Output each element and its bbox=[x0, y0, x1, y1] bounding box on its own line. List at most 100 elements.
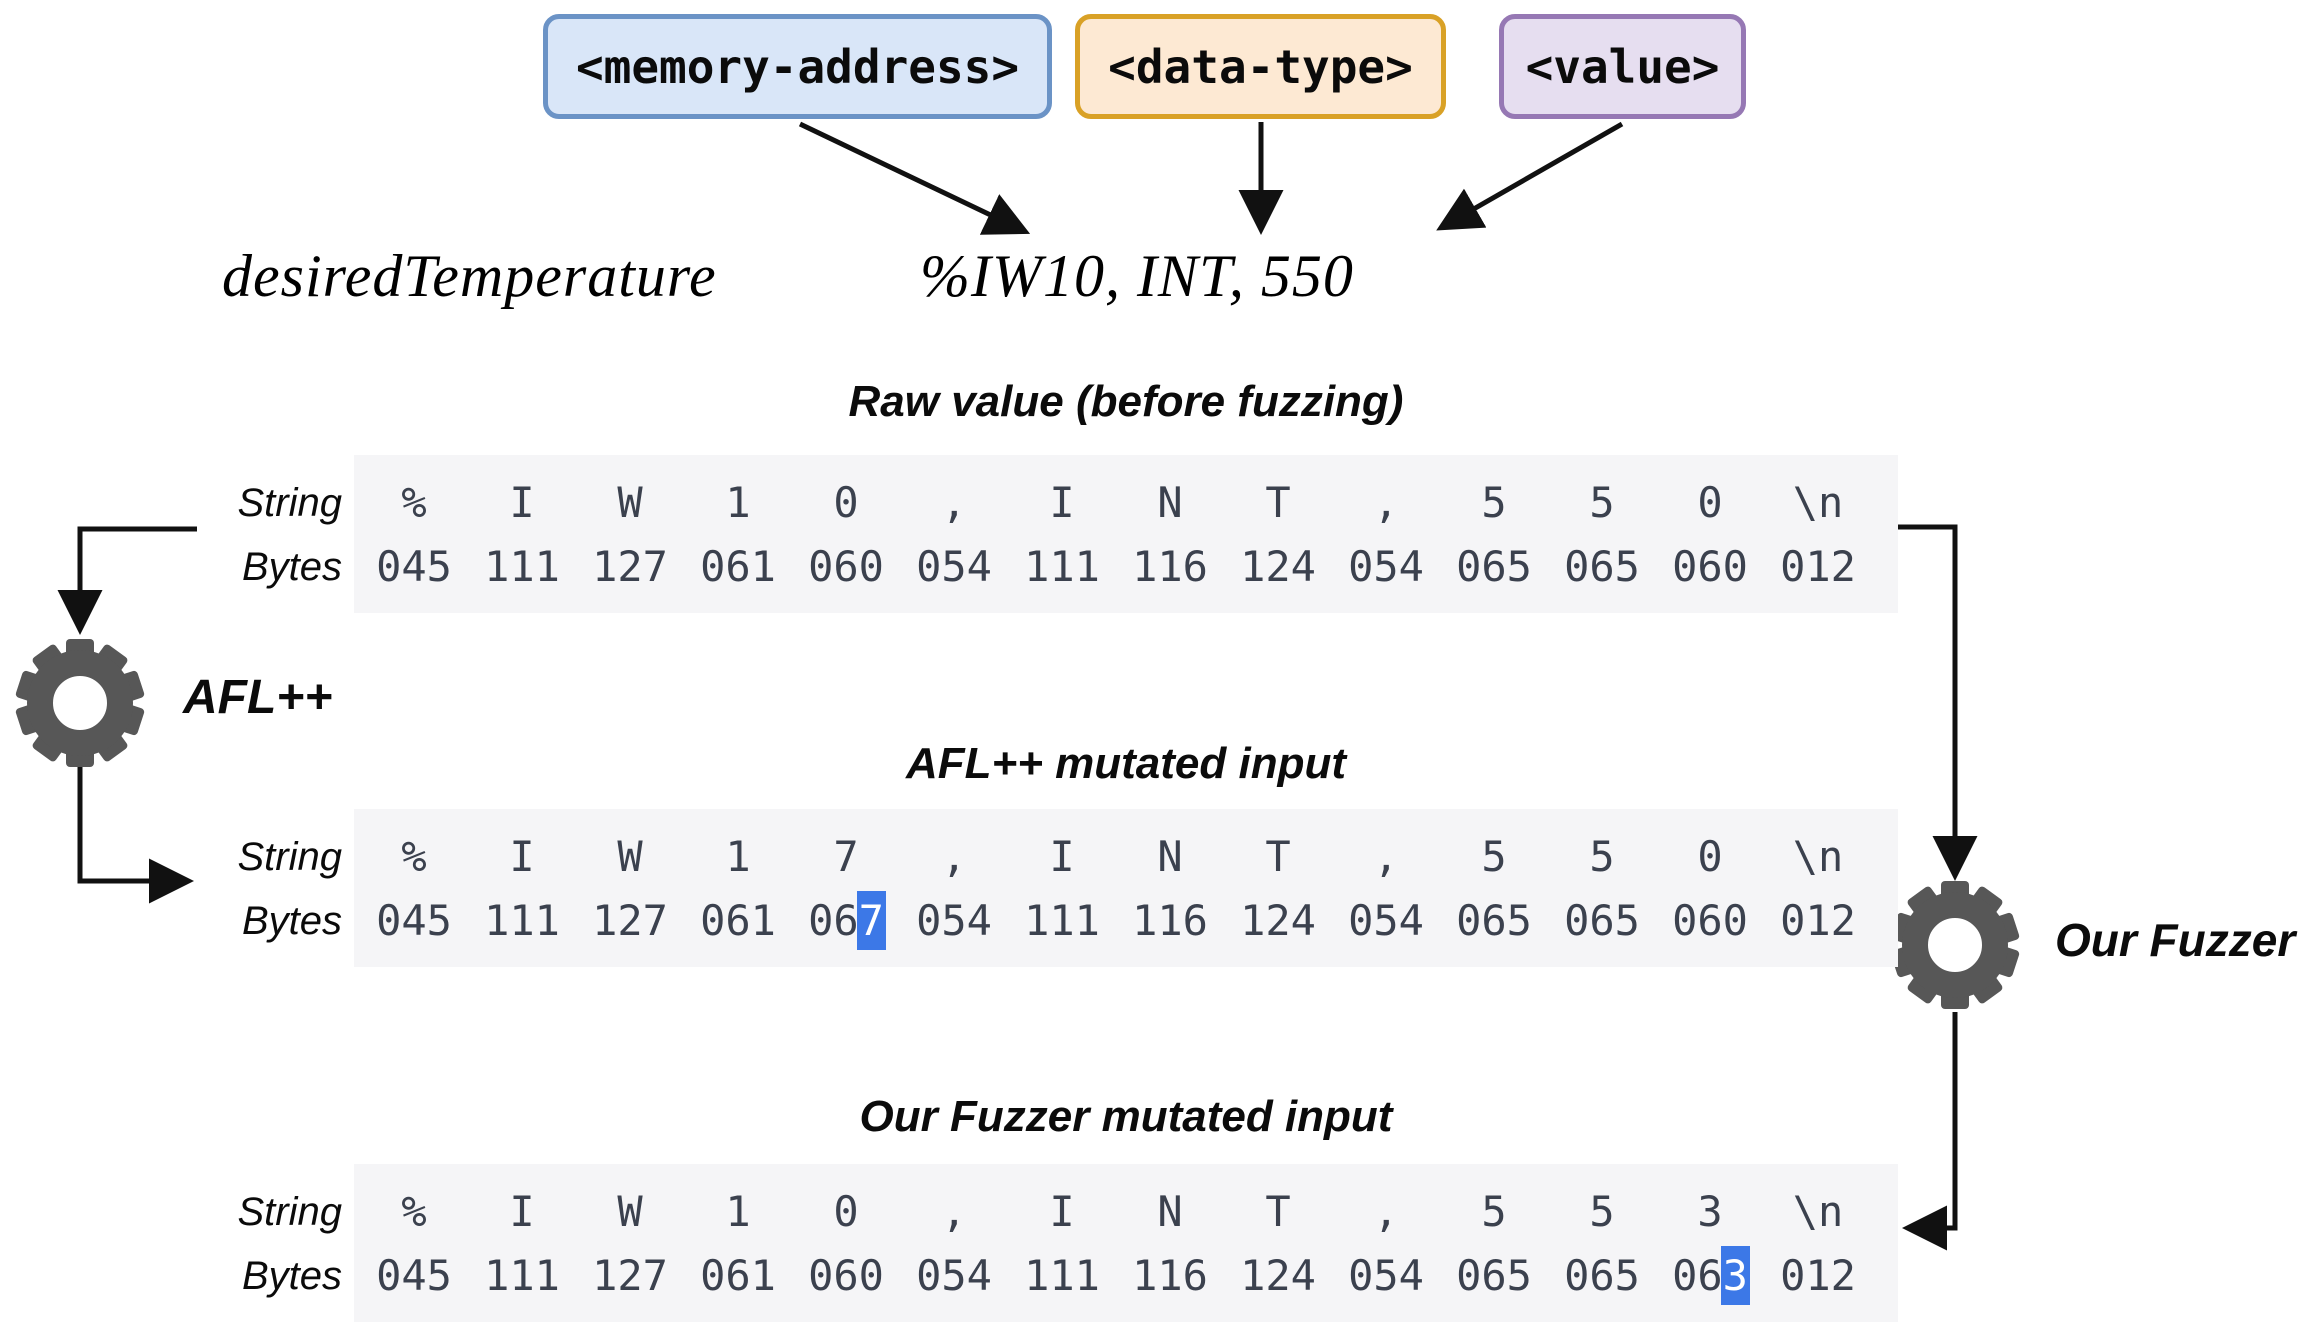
string-cell: % bbox=[401, 1187, 427, 1236]
string-cell: , bbox=[1373, 832, 1399, 881]
byte-cell: 111 bbox=[1024, 1251, 1100, 1300]
string-cell: \n bbox=[1792, 478, 1844, 527]
byte-cell: 060 bbox=[808, 1251, 884, 1300]
string-cell: , bbox=[941, 1187, 967, 1236]
byte-cell: 054 bbox=[916, 896, 992, 945]
string-cell: W bbox=[617, 1187, 643, 1236]
string-cell: % bbox=[401, 832, 427, 881]
string-cell: I bbox=[1049, 832, 1075, 881]
string-cell: N bbox=[1157, 478, 1183, 527]
string-cell: 1 bbox=[725, 832, 751, 881]
string-cell: 0 bbox=[1697, 478, 1723, 527]
variable-value: %IW10, INT, 550 bbox=[920, 243, 1354, 309]
string-cell: I bbox=[509, 832, 535, 881]
string-cell: 7 bbox=[833, 832, 859, 881]
byte-cell: 065 bbox=[1456, 1251, 1532, 1300]
byte-cell: 054 bbox=[1348, 542, 1424, 591]
byte-cell-prefix: 06 bbox=[1672, 1251, 1723, 1300]
byte-cell: 012 bbox=[1780, 542, 1856, 591]
byte-cell: 054 bbox=[1348, 896, 1424, 945]
byte-cell: 111 bbox=[1024, 542, 1100, 591]
byte-cell: 116 bbox=[1132, 542, 1208, 591]
mutated-byte-highlight: 7 bbox=[856, 891, 886, 950]
byte-cell: 063 bbox=[1656, 1246, 1764, 1305]
string-cell: , bbox=[1373, 478, 1399, 527]
raw-to-afl-arrow bbox=[57, 526, 197, 635]
byte-cell: 065 bbox=[1564, 1251, 1640, 1300]
bytes-row-label: Bytes bbox=[241, 899, 342, 943]
string-cell: 5 bbox=[1481, 478, 1507, 527]
byte-cell: 065 bbox=[1564, 896, 1640, 945]
afl-to-table-arrow bbox=[77, 764, 194, 904]
string-cell: N bbox=[1157, 832, 1183, 881]
string-cell: I bbox=[509, 478, 535, 527]
fuzzer-to-table-arrow bbox=[1902, 1012, 1958, 1251]
afl-mutated-title: AFL++ mutated input bbox=[906, 739, 1346, 788]
byte-cell: 124 bbox=[1240, 1251, 1316, 1300]
byte-cell: 060 bbox=[1672, 896, 1748, 945]
byte-cell: 116 bbox=[1132, 1251, 1208, 1300]
byte-cell: 012 bbox=[1780, 1251, 1856, 1300]
data-type-token-label: <data-type> bbox=[1108, 39, 1413, 94]
our-fuzzer-gear-icon bbox=[1890, 881, 2020, 1009]
byte-cell: 065 bbox=[1456, 542, 1532, 591]
byte-cell: 116 bbox=[1132, 896, 1208, 945]
afl-gear-icon bbox=[15, 639, 145, 767]
byte-cell: 054 bbox=[916, 542, 992, 591]
string-cell: 5 bbox=[1589, 832, 1615, 881]
string-row-label: String bbox=[237, 481, 343, 525]
string-row-label: String bbox=[237, 835, 343, 879]
byte-cell: 045 bbox=[376, 542, 452, 591]
data-type-token: <data-type> bbox=[1075, 14, 1446, 119]
byte-cell: 127 bbox=[592, 896, 668, 945]
our-fuzzer-gear-label: Our Fuzzer bbox=[2055, 914, 2296, 966]
string-cell: I bbox=[1049, 1187, 1075, 1236]
string-cell: I bbox=[509, 1187, 535, 1236]
byte-cell: 127 bbox=[592, 542, 668, 591]
string-cell: W bbox=[617, 478, 643, 527]
byte-cell: 111 bbox=[1024, 896, 1100, 945]
string-cell: 0 bbox=[833, 1187, 859, 1236]
byte-cell: 061 bbox=[700, 1251, 776, 1300]
byte-cell: 045 bbox=[376, 1251, 452, 1300]
string-cell: N bbox=[1157, 1187, 1183, 1236]
string-cell: T bbox=[1265, 1187, 1291, 1236]
string-cell: 0 bbox=[833, 478, 859, 527]
string-cell: T bbox=[1265, 478, 1291, 527]
memory-address-arrow bbox=[798, 121, 1031, 235]
string-cell: 3 bbox=[1697, 1187, 1723, 1236]
afl-gear-label: AFL++ bbox=[183, 671, 333, 724]
string-row-label: String bbox=[237, 1190, 343, 1234]
string-cell: 5 bbox=[1481, 832, 1507, 881]
string-cell: , bbox=[941, 832, 967, 881]
string-cell: 5 bbox=[1481, 1187, 1507, 1236]
byte-cell: 045 bbox=[376, 896, 452, 945]
string-cell: T bbox=[1265, 832, 1291, 881]
string-cell: , bbox=[941, 478, 967, 527]
string-cell: \n bbox=[1792, 1187, 1844, 1236]
our-fuzzer-mutated-title: Our Fuzzer mutated input bbox=[859, 1092, 1393, 1141]
memory-address-token: <memory-address> bbox=[543, 14, 1052, 119]
byte-cell: 124 bbox=[1240, 542, 1316, 591]
string-cell: 1 bbox=[725, 478, 751, 527]
value-arrow bbox=[1436, 121, 1624, 231]
byte-cell: 124 bbox=[1240, 896, 1316, 945]
value-token-label: <value> bbox=[1525, 39, 1720, 94]
byte-cell: 065 bbox=[1456, 896, 1532, 945]
value-token: <value> bbox=[1499, 14, 1746, 119]
string-cell: , bbox=[1373, 1187, 1399, 1236]
bytes-row-label: Bytes bbox=[241, 545, 342, 589]
string-cell: 5 bbox=[1589, 1187, 1615, 1236]
byte-cell: 067 bbox=[792, 891, 900, 950]
string-cell: W bbox=[617, 832, 643, 881]
string-cell: \n bbox=[1792, 832, 1844, 881]
byte-cell: 061 bbox=[700, 542, 776, 591]
string-cell: % bbox=[401, 478, 427, 527]
